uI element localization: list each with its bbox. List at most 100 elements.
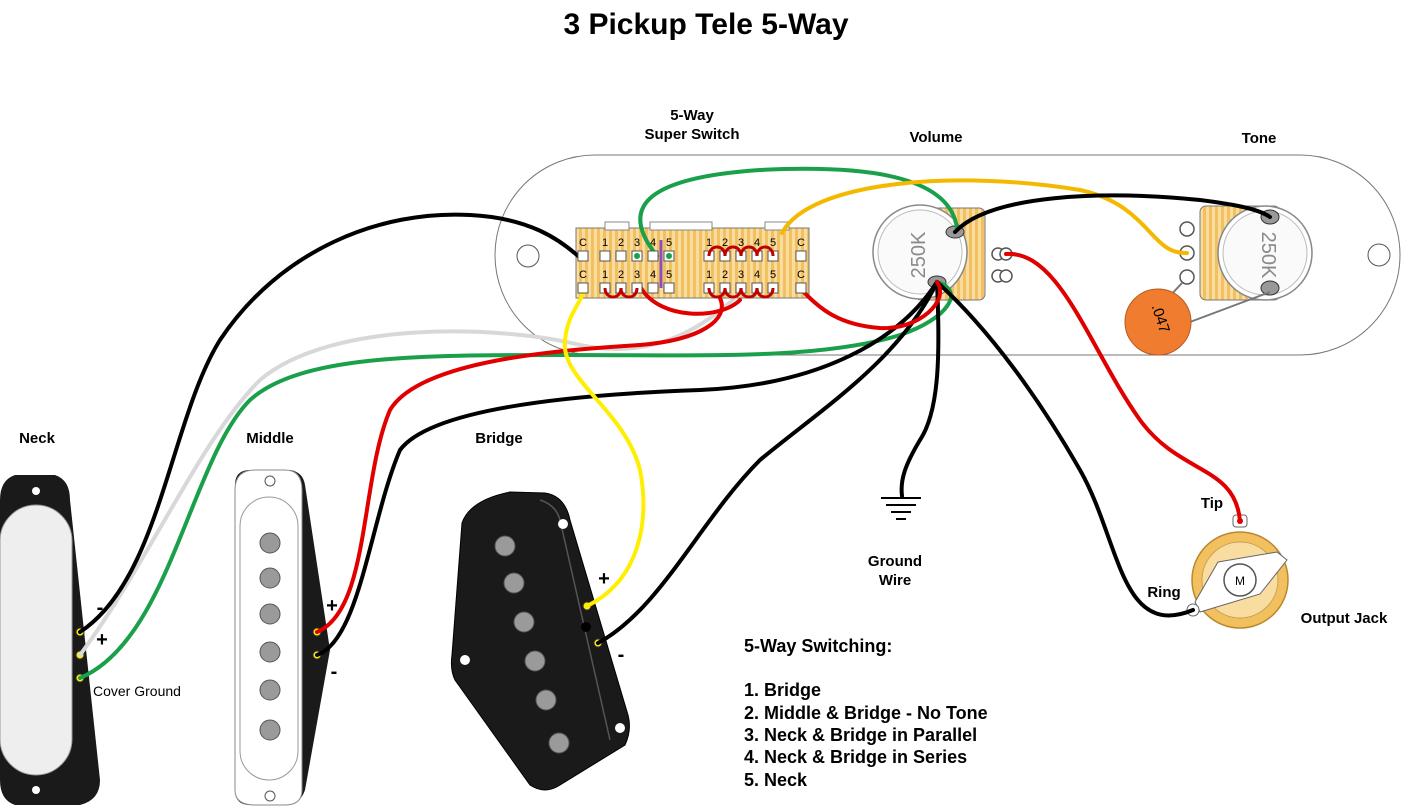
wire-black-middle-ground <box>315 280 939 657</box>
neck-minus-sign: - <box>97 597 104 619</box>
switch-label-line2: Super Switch <box>644 126 739 143</box>
switch-top-terminal-label-6: 1 <box>706 237 712 249</box>
switch-jumper-loop-3 <box>755 245 775 257</box>
middle-pole-piece-4 <box>259 679 281 701</box>
jack-center-mark: M <box>1235 574 1245 588</box>
switch-bottom-lug-11 <box>795 282 807 294</box>
switching-position-2: 2. Middle & Bridge - No Tone <box>744 703 988 723</box>
middle-minus-sign: - <box>331 661 338 683</box>
wire-green-cover-ground <box>78 280 953 680</box>
switch-top-terminal-label-0: C <box>579 237 587 249</box>
tone-capacitor: .047 <box>1124 282 1271 356</box>
switch-bottom-terminal-label-5: 5 <box>666 269 672 281</box>
switch-top-lug-11 <box>795 250 807 262</box>
ground-wire-label-line1: Ground <box>868 553 922 570</box>
switching-legend: 5-Way Switching: 1. Bridge 2. Middle & B… <box>744 636 988 790</box>
ground-symbol <box>881 497 921 520</box>
bridge-pole-piece-2 <box>513 611 535 633</box>
middle-pole-piece-5 <box>259 719 281 741</box>
switching-position-5: 5. Neck <box>744 770 808 790</box>
middle-pole-piece-0 <box>259 532 281 554</box>
switch-top-terminal-label-1: 1 <box>602 237 608 249</box>
volume-pot-value: 250K <box>908 231 930 278</box>
middle-pole-piece-2 <box>259 603 281 625</box>
bridge-pickup-label: Bridge <box>475 430 523 447</box>
switch-top-terminal-label-5: 5 <box>666 237 672 249</box>
switch-bottom-terminal-label-2: 2 <box>618 269 624 281</box>
plate-screw-left <box>516 244 540 268</box>
switch-bottom-lug-0 <box>577 282 589 294</box>
wire-orange-volume-tone <box>780 178 1189 256</box>
tone-pot: 250K <box>1179 205 1313 301</box>
switch-top-terminal-label-4: 4 <box>650 237 656 249</box>
switch-bottom-terminal-label-4: 4 <box>650 269 656 281</box>
middle-pickup <box>234 469 330 806</box>
switch-top-terminal-label-8: 3 <box>738 237 744 249</box>
switch-top-terminal-label-9: 4 <box>754 237 760 249</box>
switching-position-4: 4. Neck & Bridge in Series <box>744 747 967 767</box>
tip-label: Tip <box>1201 495 1223 512</box>
switch-top-lug-2 <box>615 250 627 262</box>
switch-top-terminal-label-2: 2 <box>618 237 624 249</box>
wire-red-switch-volume <box>798 280 943 331</box>
switch-bottom-terminal-label-6: 1 <box>706 269 712 281</box>
bridge-pole-piece-3 <box>524 650 546 672</box>
switch-lugs <box>577 245 807 299</box>
switch-bottom-terminal-label-9: 4 <box>754 269 760 281</box>
wire-yellow-bridge-hot <box>562 286 646 608</box>
wire-black-bridge-ground <box>596 280 939 645</box>
wire-black-tone-volume <box>953 193 1272 234</box>
wire-black-ring <box>935 280 1195 618</box>
plate-screw-right <box>1367 243 1391 267</box>
switch-green-solder-1 <box>666 253 672 259</box>
switch-top-terminal-label-11: C <box>797 237 805 249</box>
switch-bottom-lug-4 <box>647 282 659 294</box>
switching-heading: 5-Way Switching: <box>744 636 892 656</box>
neck-plus-sign: + <box>96 629 108 651</box>
middle-pole-piece-1 <box>259 567 281 589</box>
bridge-plus-sign: + <box>598 568 610 590</box>
wires <box>78 166 1272 680</box>
switch-green-solder-0 <box>634 253 640 259</box>
neck-pickup-label: Neck <box>19 430 56 447</box>
diagram-title: 3 Pickup Tele 5-Way <box>563 8 848 41</box>
output-jack-label: Output Jack <box>1301 610 1388 627</box>
wire-red-middle-hot <box>315 296 724 634</box>
switch-bottom-terminal-label-7: 2 <box>722 269 728 281</box>
bridge-pickup <box>450 491 630 791</box>
switch-top-terminal-label-3: 3 <box>634 237 640 249</box>
ring-label: Ring <box>1147 584 1180 601</box>
bridge-pole-piece-1 <box>503 572 525 594</box>
wire-red-volume-tip <box>1004 251 1242 523</box>
switch-top-terminal-label-10: 5 <box>770 237 776 249</box>
wire-black-neck-ground <box>78 212 580 634</box>
neck-pickup <box>0 475 100 805</box>
wire-red-switch-jumper <box>639 286 742 316</box>
switch-bottom-terminal-label-11: C <box>797 269 805 281</box>
tone-pot-value: 250K <box>1257 232 1279 279</box>
ground-wire-label-line2: Wire <box>879 572 911 589</box>
switch-jumper-loop-5 <box>619 287 639 299</box>
output-jack: M <box>1186 514 1289 629</box>
middle-pole-piece-3 <box>259 641 281 663</box>
switch-top-lug-0 <box>577 250 589 262</box>
switch-jumper-loop-9 <box>755 287 775 299</box>
middle-plus-sign: + <box>326 595 338 617</box>
bridge-pole-piece-5 <box>548 732 570 754</box>
switch-top-terminal-label-7: 2 <box>722 237 728 249</box>
bridge-pole-piece-0 <box>494 535 516 557</box>
cover-ground-label: Cover Ground <box>93 683 181 699</box>
bridge-pole-piece-4 <box>535 689 557 711</box>
switching-position-1: 1. Bridge <box>744 680 821 700</box>
switch-bottom-terminal-label-10: 5 <box>770 269 776 281</box>
switch-top-lug-1 <box>599 250 611 262</box>
bridge-minus-sign: - <box>618 644 625 666</box>
switch-bottom-terminal-label-0: C <box>579 269 587 281</box>
tone-label: Tone <box>1242 130 1277 147</box>
volume-label: Volume <box>909 129 962 146</box>
switch-bottom-terminal-label-1: 1 <box>602 269 608 281</box>
switching-position-3: 3. Neck & Bridge in Parallel <box>744 725 977 745</box>
switch-bottom-terminal-label-3: 3 <box>634 269 640 281</box>
